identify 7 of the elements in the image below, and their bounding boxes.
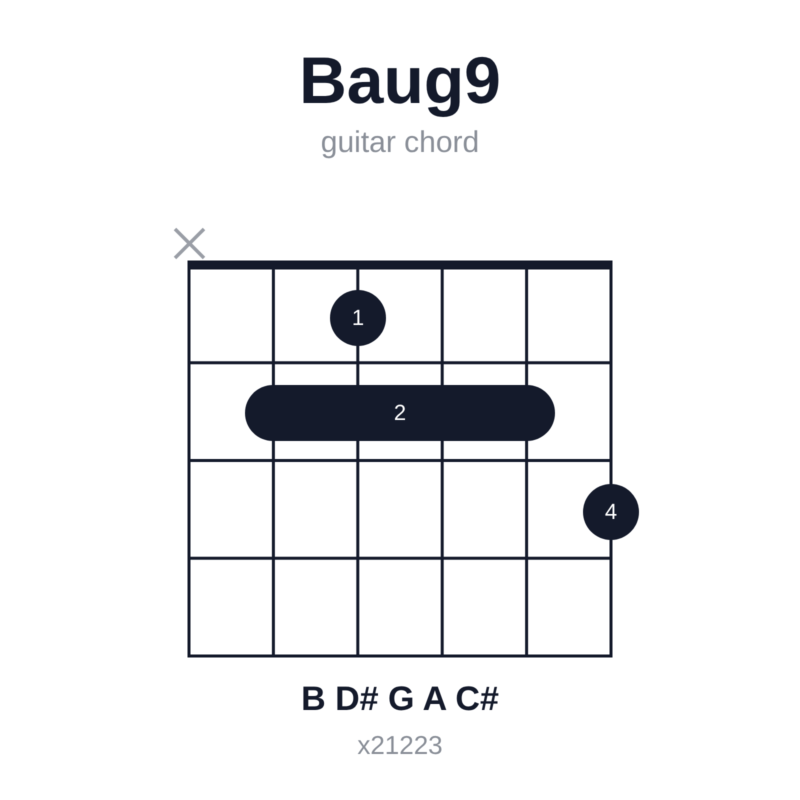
note-names: B D# G A C# — [301, 680, 499, 718]
fret-numbers: x21223 — [357, 730, 443, 760]
chord-title: Baug9 — [299, 43, 501, 117]
finger-dot: 1 — [330, 290, 386, 346]
finger-dot: 4 — [583, 484, 639, 540]
subtitle: guitar chord — [320, 126, 480, 159]
barre-bar: 2 — [245, 385, 555, 441]
